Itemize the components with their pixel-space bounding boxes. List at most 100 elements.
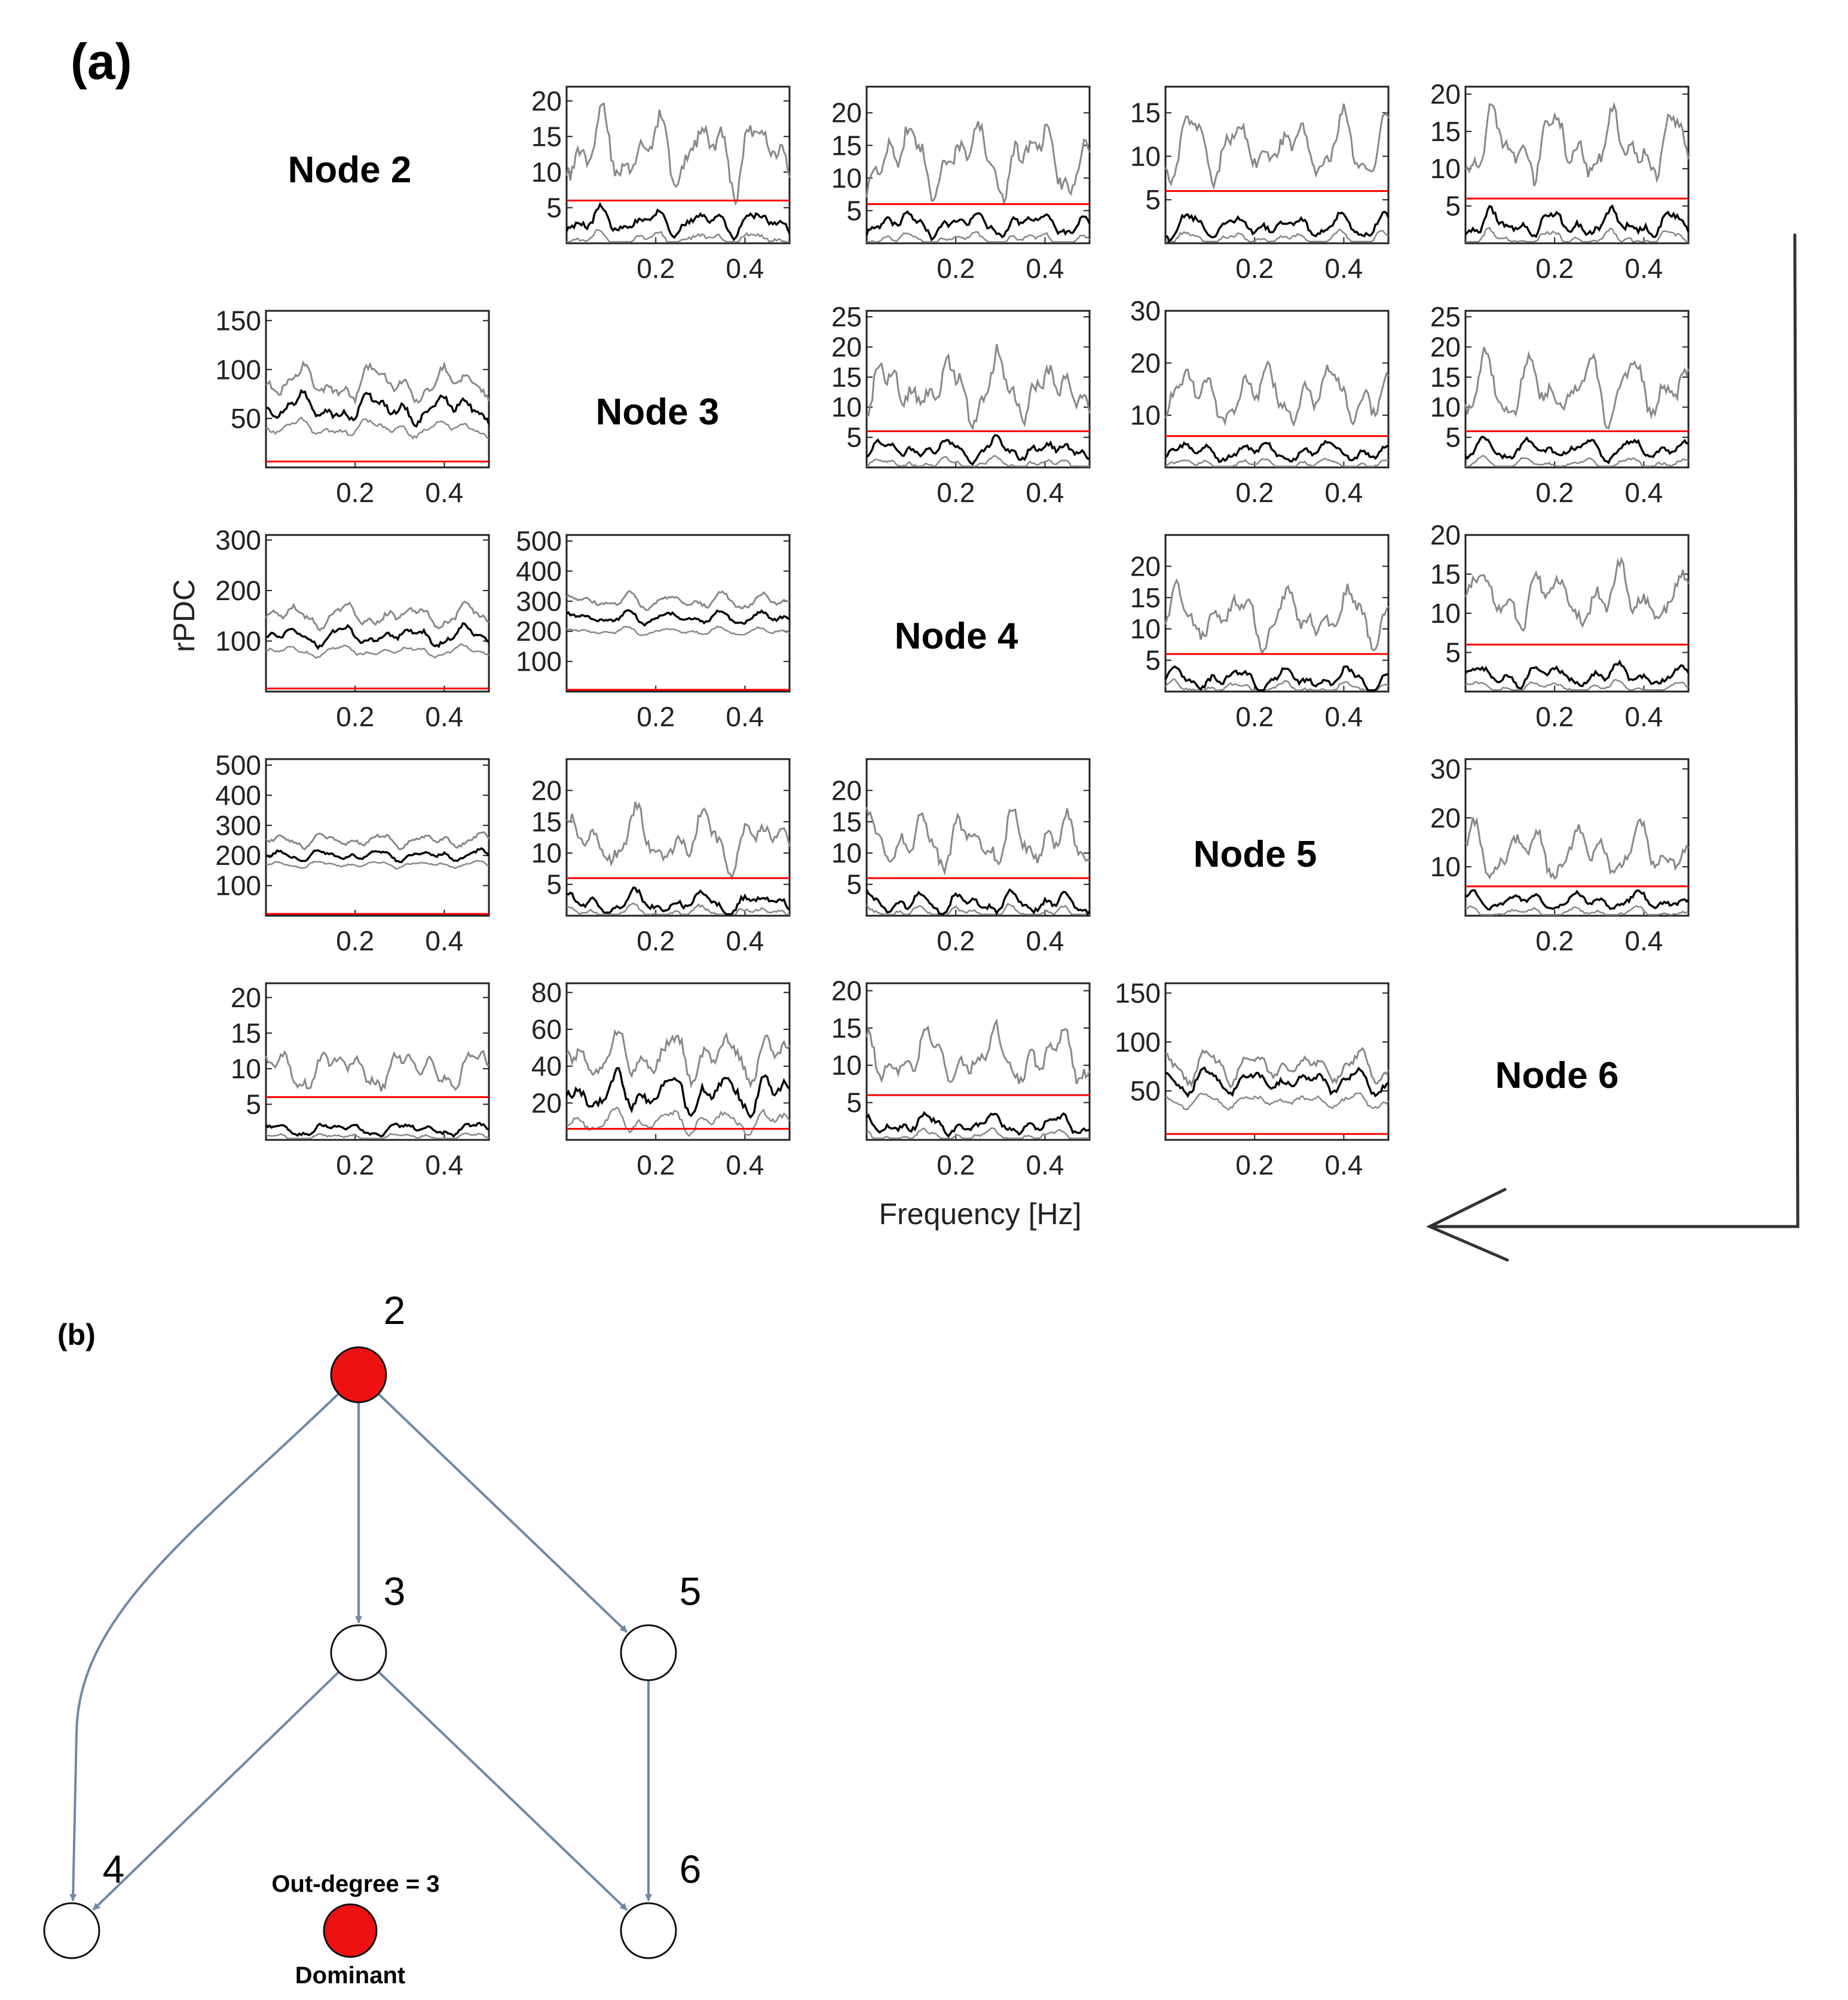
y-tick-label: 15 [1130,582,1161,613]
series-upper-bound [1464,816,1690,880]
series-lower-bound [1165,457,1389,467]
y-tick-label: 10 [831,837,862,868]
y-tick-label: 15 [831,130,862,161]
y-tick-label: 150 [215,305,261,336]
series-estimate [865,888,1091,916]
x-tick-label: 0.2 [1535,701,1574,732]
y-tick-label: 20 [1430,802,1461,833]
x-tick-label: 0.4 [1324,1149,1363,1181]
legend-dominant-marker [323,1903,378,1958]
y-tick-label: 400 [215,779,261,811]
edge-3-4 [92,1671,340,1911]
y-tick-label: 20 [231,982,261,1013]
series-lower-bound [1164,678,1389,692]
y-tick-label: 200 [215,840,261,871]
y-tick-label: 300 [516,586,562,617]
series-upper-bound [1164,578,1390,656]
y-tick-label: 10 [1130,400,1161,431]
legend-title: Out-degree = 3 [271,1871,439,1897]
series-estimate [1165,210,1390,243]
series-upper-bound [1164,103,1390,191]
x-tick-label: 0.2 [336,925,374,956]
series-lower-bound [566,625,790,637]
graph-node-label-2: 2 [384,1288,406,1332]
x-tick-label: 0.2 [1235,701,1274,732]
series-upper-bound [865,121,1091,206]
series-lower-bound [265,1132,489,1139]
y-tick-label: 20 [1130,347,1161,378]
series-upper-bound [866,344,1091,431]
y-tick-label: 100 [1115,1026,1161,1057]
x-tick-label: 0.4 [1624,253,1663,284]
y-tick-label: 15 [1430,362,1461,393]
x-tick-label: 0.4 [425,925,463,956]
y-tick-label: 30 [1430,753,1461,784]
x-tick-label: 0.4 [1324,701,1363,732]
graph-node-6 [620,1902,677,1959]
y-tick-label: 20 [1430,519,1461,551]
graph-node-3 [330,1624,387,1681]
y-tick-label: 5 [846,422,862,453]
x-tick-label: 0.2 [1535,253,1574,284]
flow-arrow-head [1426,1188,1509,1262]
y-tick-label: 5 [1445,191,1461,222]
x-tick-label: 0.2 [937,1149,975,1181]
x-tick-label: 0.4 [1624,701,1663,732]
x-tick-label: 0.4 [726,925,764,956]
y-tick-label: 300 [215,810,261,841]
series-lower-bound [1465,905,1689,916]
y-tick-label: 150 [1115,977,1161,1008]
node-title-4: Node 4 [895,616,1018,657]
x-tick-label: 0.4 [1624,477,1663,508]
edge-3-6 [377,1671,628,1911]
x-tick-label: 0.4 [726,1149,764,1181]
graph-node-label-5: 5 [680,1569,702,1613]
x-tick-label: 0.4 [1026,1149,1064,1181]
graph-node-2 [330,1346,387,1403]
y-tick-label: 20 [1130,551,1161,582]
y-tick-label: 20 [1430,78,1461,109]
y-tick-label: 25 [831,301,862,332]
series-estimate [1464,204,1690,238]
cell-frame [1164,534,1390,693]
series-estimate [1164,439,1389,464]
series-upper-bound [566,802,791,880]
series-lower-bound [1465,227,1688,243]
y-tick-label: 5 [1445,637,1461,668]
y-tick-label: 100 [215,354,261,385]
series-estimate [265,1121,489,1138]
y-tick-label: 10 [531,157,562,188]
y-tick-label: 15 [531,121,562,152]
y-tick-label: 5 [546,869,562,900]
y-tick-label: 5 [246,1088,261,1120]
y-tick-label: 15 [831,806,862,837]
y-tick-label: 20 [531,775,562,806]
y-tick-label: 5 [846,869,862,900]
series-lower-bound [566,1106,791,1137]
x-tick-label: 0.4 [1324,477,1363,508]
series-lower-bound [265,416,489,440]
series-upper-bound [1165,1047,1390,1089]
flow-arrow-shaft [1428,233,1800,1228]
series-lower-bound [1165,1092,1390,1111]
node-title-2: Node 2 [288,149,412,191]
y-tick-label: 100 [516,646,562,677]
series-estimate [566,886,790,916]
graph-node-label-4: 4 [103,1847,125,1891]
series-estimate [865,434,1090,466]
x-tick-label: 0.2 [1235,1149,1274,1181]
y-tick-label: 100 [215,625,261,656]
y-tick-label: 200 [215,575,261,606]
x-tick-label: 0.4 [1026,253,1064,284]
y-tick-label: 10 [1430,153,1461,184]
